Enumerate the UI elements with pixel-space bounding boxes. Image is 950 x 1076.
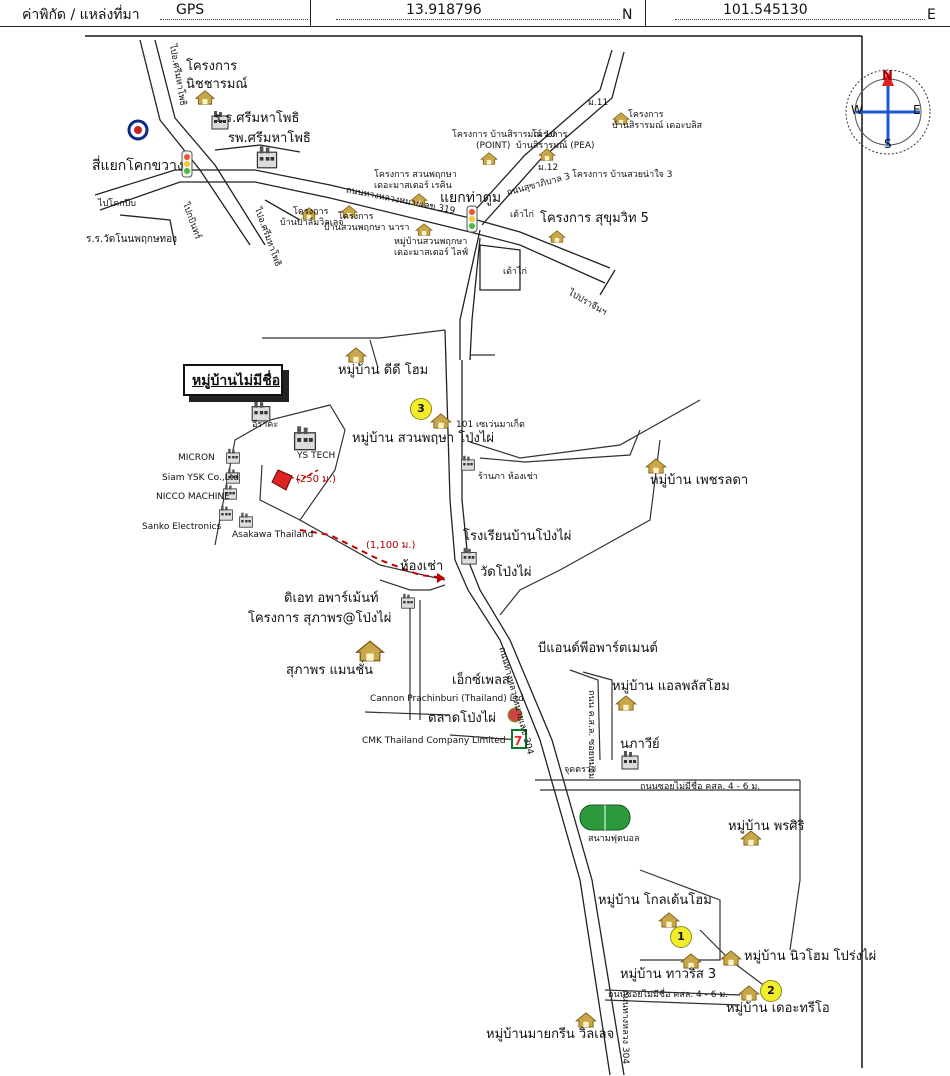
label-townvill3: หมู่บ้าน ทาวริส 3	[620, 967, 717, 982]
label-suanpruksa-2: บ้านสวนพฤกษา นารา	[324, 223, 410, 233]
label-nicco: NICCO MACHINE	[156, 492, 230, 502]
label-checkpoint: จุดตรวจ	[564, 765, 597, 775]
label-new-home: หมู่บ้าน นิวโฮม โปร่งไผ่	[744, 949, 877, 964]
header-source-cell: ค่าพิกัด / แหล่งที่มา GPS	[0, 0, 311, 26]
label-naphawi: นภาวีย์	[620, 737, 660, 752]
latitude-value: 13.918796	[406, 2, 482, 18]
label-d-etc: ดิเอท อพาร์เม้นท์	[284, 591, 379, 606]
label-ys-tech: YS TECH	[297, 451, 336, 461]
label-road-bottom: ถนนทางหลวง 304	[620, 990, 630, 1065]
label-school-srimahaphot: ร.ร.ศรีมหาโพธิ	[214, 111, 300, 126]
dotted-line	[675, 19, 925, 20]
label-asakawa: Asakawa Thailand	[232, 530, 314, 540]
label-sanko: Sanko Electronics	[142, 522, 222, 532]
label-supermarket: ร้านภา ห้องเช่า	[478, 472, 538, 482]
svg-text:7: 7	[514, 734, 522, 748]
label-sirin-1: โครงการ	[532, 130, 568, 140]
label-palm-2: บ้านปาล์มวิลเลจ	[280, 218, 344, 228]
header-label: ค่าพิกัด / แหล่งที่มา	[22, 7, 140, 23]
marker-1[interactable]: 1	[670, 926, 692, 948]
label-m12: ม.12	[538, 163, 559, 173]
label-wat-non: ร.ร.วัดโนนพฤกษทอง	[86, 234, 178, 245]
label-nitcharamon-2: นิชชารมณ์	[186, 77, 248, 92]
label-wat-pongpai: วัดโป่งไผ่	[480, 565, 532, 580]
label-road-soi: ถนนซอยไม่มีชื่อ คสล. 4 - 6 ม.	[640, 782, 761, 792]
longitude-unit: E	[927, 7, 936, 23]
label-phetcharada: หมู่บ้าน เพชรลดา	[650, 473, 749, 488]
label-distance-250: (250 ม.)	[296, 474, 336, 485]
label-micron: MICRON	[178, 453, 215, 463]
label-sao-kai: เด้าไก่	[503, 267, 527, 277]
label-suanpruksa-lite-1: หมู่บ้านสวนพฤกษา	[394, 237, 468, 247]
label-suanpruksa-pongpai: หมู่บ้าน สวนพฤษา โป่งไผ่	[352, 431, 495, 446]
longitude-value: 101.545130	[723, 2, 808, 18]
label-hospital-srimahaphot: รพ.ศรีมหาโพธิ	[228, 131, 311, 146]
label-palm-1: โครงการ	[293, 207, 329, 217]
label-sirin-2: บ้านสิรารมณ์ (PEA)	[516, 141, 595, 151]
label-ban-suay3: โครงการ บ้านสวยน่าใจ 3	[572, 170, 673, 180]
label-school-pongpai: โรงเรียนบ้านโป่งไผ่	[463, 529, 572, 544]
label-sukhumvit5: โครงการ สุขุมวิท 5	[540, 211, 649, 226]
label-sirin10-1: โครงการ บ้านสิรารมณ์ 10	[452, 130, 557, 140]
unnamed-village-label: หมู่บ้านไม่มีชื่อ	[192, 373, 281, 389]
latitude-unit: N	[622, 7, 633, 23]
label-khok-khwang: สี่แยกโคกขวาง	[92, 158, 184, 174]
dotted-line	[336, 19, 620, 20]
label-cmk: CMK Thailand Company Limited	[362, 736, 506, 746]
label-road-soi2: ถนนซอยไม่มีชื่อ คสล. 4 - 6 ม.	[608, 990, 729, 1000]
label-market-pongpai: ตลาดโป่งไผ่	[428, 711, 496, 726]
label-b-and-p: บีแอนด์พีอพาร์ตเมนต์	[538, 641, 658, 656]
label-suanpruksa-sc-2: เดอะมาสเตอร์ เรคิน	[374, 181, 452, 191]
header-lon-cell: 101.545130 E	[645, 0, 950, 26]
label-suanpruksa-1: โครงการ	[338, 212, 374, 222]
label-to-khok: ไปโคกปีบ	[98, 199, 136, 209]
label-express: เอ็กซ์เพลส	[452, 673, 510, 688]
label-all-plus: หมู่บ้าน แอลพลัสโฮม	[612, 679, 730, 694]
label-hong-chao: ห้องเช่า	[400, 559, 444, 574]
label-road-right: ถนน ค.ส.ล. ซอยหม่อม	[586, 690, 596, 780]
label-proj-supaporn: โครงการ สุภาพร@โป่งไผ่	[248, 611, 392, 626]
label-m11: ม.11	[588, 98, 609, 108]
label-yaek-tha-tum: แยกท่าตูม	[440, 190, 502, 206]
label-sirin-the-2: บ้านสิรารมณ์ เดอะบลิส	[612, 121, 703, 131]
label-sirin-the-1: โครงการ	[628, 110, 664, 120]
label-dd-home: หมู่บ้าน ดีดี โฮม	[338, 363, 429, 378]
label-cannon: Cannon Prachinburi (Thailand) Ltd	[370, 694, 524, 704]
header-source: GPS	[176, 2, 205, 18]
compass-north: N	[882, 69, 893, 84]
label-supaporn-mansion: สุภาพร แมนชั่น	[286, 663, 374, 678]
label-golden-home: หมู่บ้าน โกลเด้นโฮม	[598, 893, 712, 908]
compass-east: E	[913, 103, 921, 117]
label-seven101: 101 เซเว่นมาเก็ต	[456, 420, 525, 430]
label-shop: เต้าไก่	[510, 210, 534, 220]
compass-rose	[845, 69, 931, 155]
label-nitcharamon-1: โครงการ	[186, 59, 238, 74]
compass-south: S	[884, 137, 892, 151]
marker-3[interactable]: 3	[410, 398, 432, 420]
header-lat-cell: 13.918796 N	[310, 0, 646, 26]
label-siam-ysk: Siam YSK Co.,Ltd	[162, 473, 239, 483]
label-suanpruksa-lite-2: เดอะมาสเตอร์ ไลฟ์	[394, 248, 469, 258]
label-suanpruksa-sc-1: โครงการ สวนพฤกษา	[374, 170, 457, 180]
label-phonsiri: หมู่บ้าน พรศิริ	[728, 819, 805, 834]
coordinate-header: ค่าพิกัด / แหล่งที่มา GPS 13.918796 N 10…	[0, 0, 950, 27]
dotted-line	[160, 19, 308, 20]
label-the-trio: หมู่บ้าน เดอะทรีโอ	[726, 1001, 830, 1016]
label-mayagreen: หมู่บ้านมายกรีน วิลเลจ	[486, 1027, 615, 1042]
marker-2[interactable]: 2	[760, 980, 782, 1002]
label-astrak: อีราคะ	[252, 420, 279, 430]
unnamed-village-box: หมู่บ้านไม่มีชื่อ	[183, 364, 283, 396]
label-stadium: สนามฟุตบอล	[588, 834, 640, 844]
label-distance-1100: (1,100 ม.)	[366, 540, 416, 551]
compass-west: W	[851, 103, 863, 117]
label-sirin10-2: (POINT)	[476, 141, 511, 151]
